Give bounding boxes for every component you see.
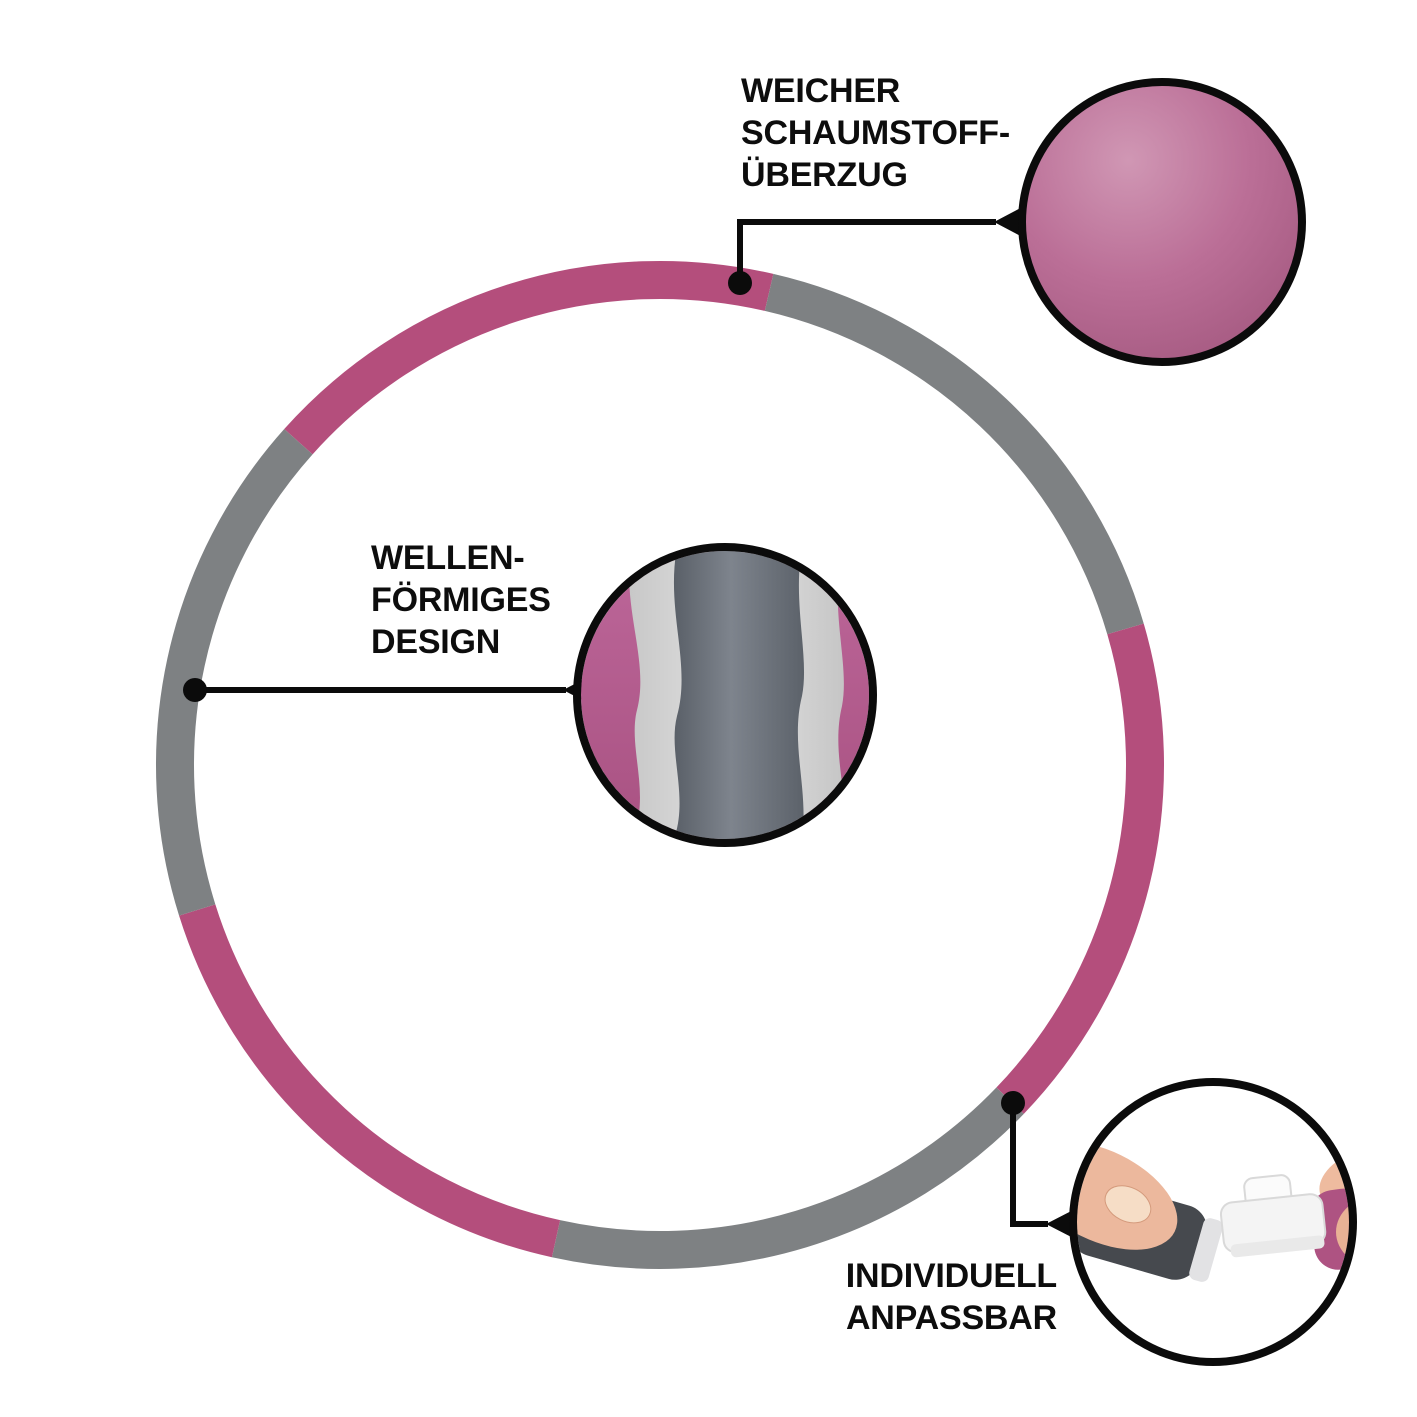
callout-label-line: FÖRMIGES <box>371 581 551 619</box>
callout-label-line: WELLEN- <box>371 539 525 577</box>
callout-label-adjustable: INDIVIDUELL ANPASSBAR <box>846 1255 1057 1339</box>
callout-label-line: INDIVIDUELL <box>845 1257 1057 1295</box>
detail-circle-border <box>1069 1078 1357 1366</box>
leader-adjustable <box>1001 1091 1081 1242</box>
detail-circle-border <box>573 543 877 847</box>
hoop-segment-pink-right <box>996 623 1164 1114</box>
hoop-segment-gray-left <box>156 429 313 916</box>
detail-circle-foam <box>1018 78 1306 366</box>
anchor-dot <box>1001 1091 1025 1115</box>
hula-hoop-ring <box>156 260 1164 1269</box>
hoop-segment-pink-top <box>284 260 774 455</box>
connector-white-flange <box>1230 1235 1325 1258</box>
hoop-segment-pink-bottom-left <box>179 904 561 1258</box>
leader-wave <box>183 671 600 709</box>
hoop-segment-gray-bottom <box>551 1087 1024 1269</box>
callout-label-wave: WELLEN- FÖRMIGES DESIGN <box>371 537 551 663</box>
anchor-dot <box>183 678 207 702</box>
hoop-segment-gray-top-right <box>764 273 1144 635</box>
callout-label-line: ÜBERZUG <box>741 156 908 194</box>
callout-label-line: ANPASSBAR <box>845 1299 1057 1337</box>
anchor-dot <box>728 271 752 295</box>
connector-dark-tube-collar <box>1189 1218 1223 1282</box>
detail-circle-wave <box>573 543 877 847</box>
wave-dark-tube <box>673 551 804 839</box>
callout-label-line: SCHAUMSTOFF- <box>741 114 1010 152</box>
foam-surface <box>1022 82 1302 362</box>
detail-circle-connector <box>1069 1078 1357 1366</box>
fingernail-left <box>1104 1185 1152 1224</box>
callout-label-foam: WEICHER SCHAUMSTOFF- ÜBERZUG <box>741 70 1010 196</box>
detail-circle-border <box>1018 78 1306 366</box>
callout-label-line: DESIGN <box>371 623 501 661</box>
leader-line <box>737 219 996 283</box>
callout-label-line: WEICHER <box>741 72 901 110</box>
leader-line <box>1010 1103 1048 1227</box>
